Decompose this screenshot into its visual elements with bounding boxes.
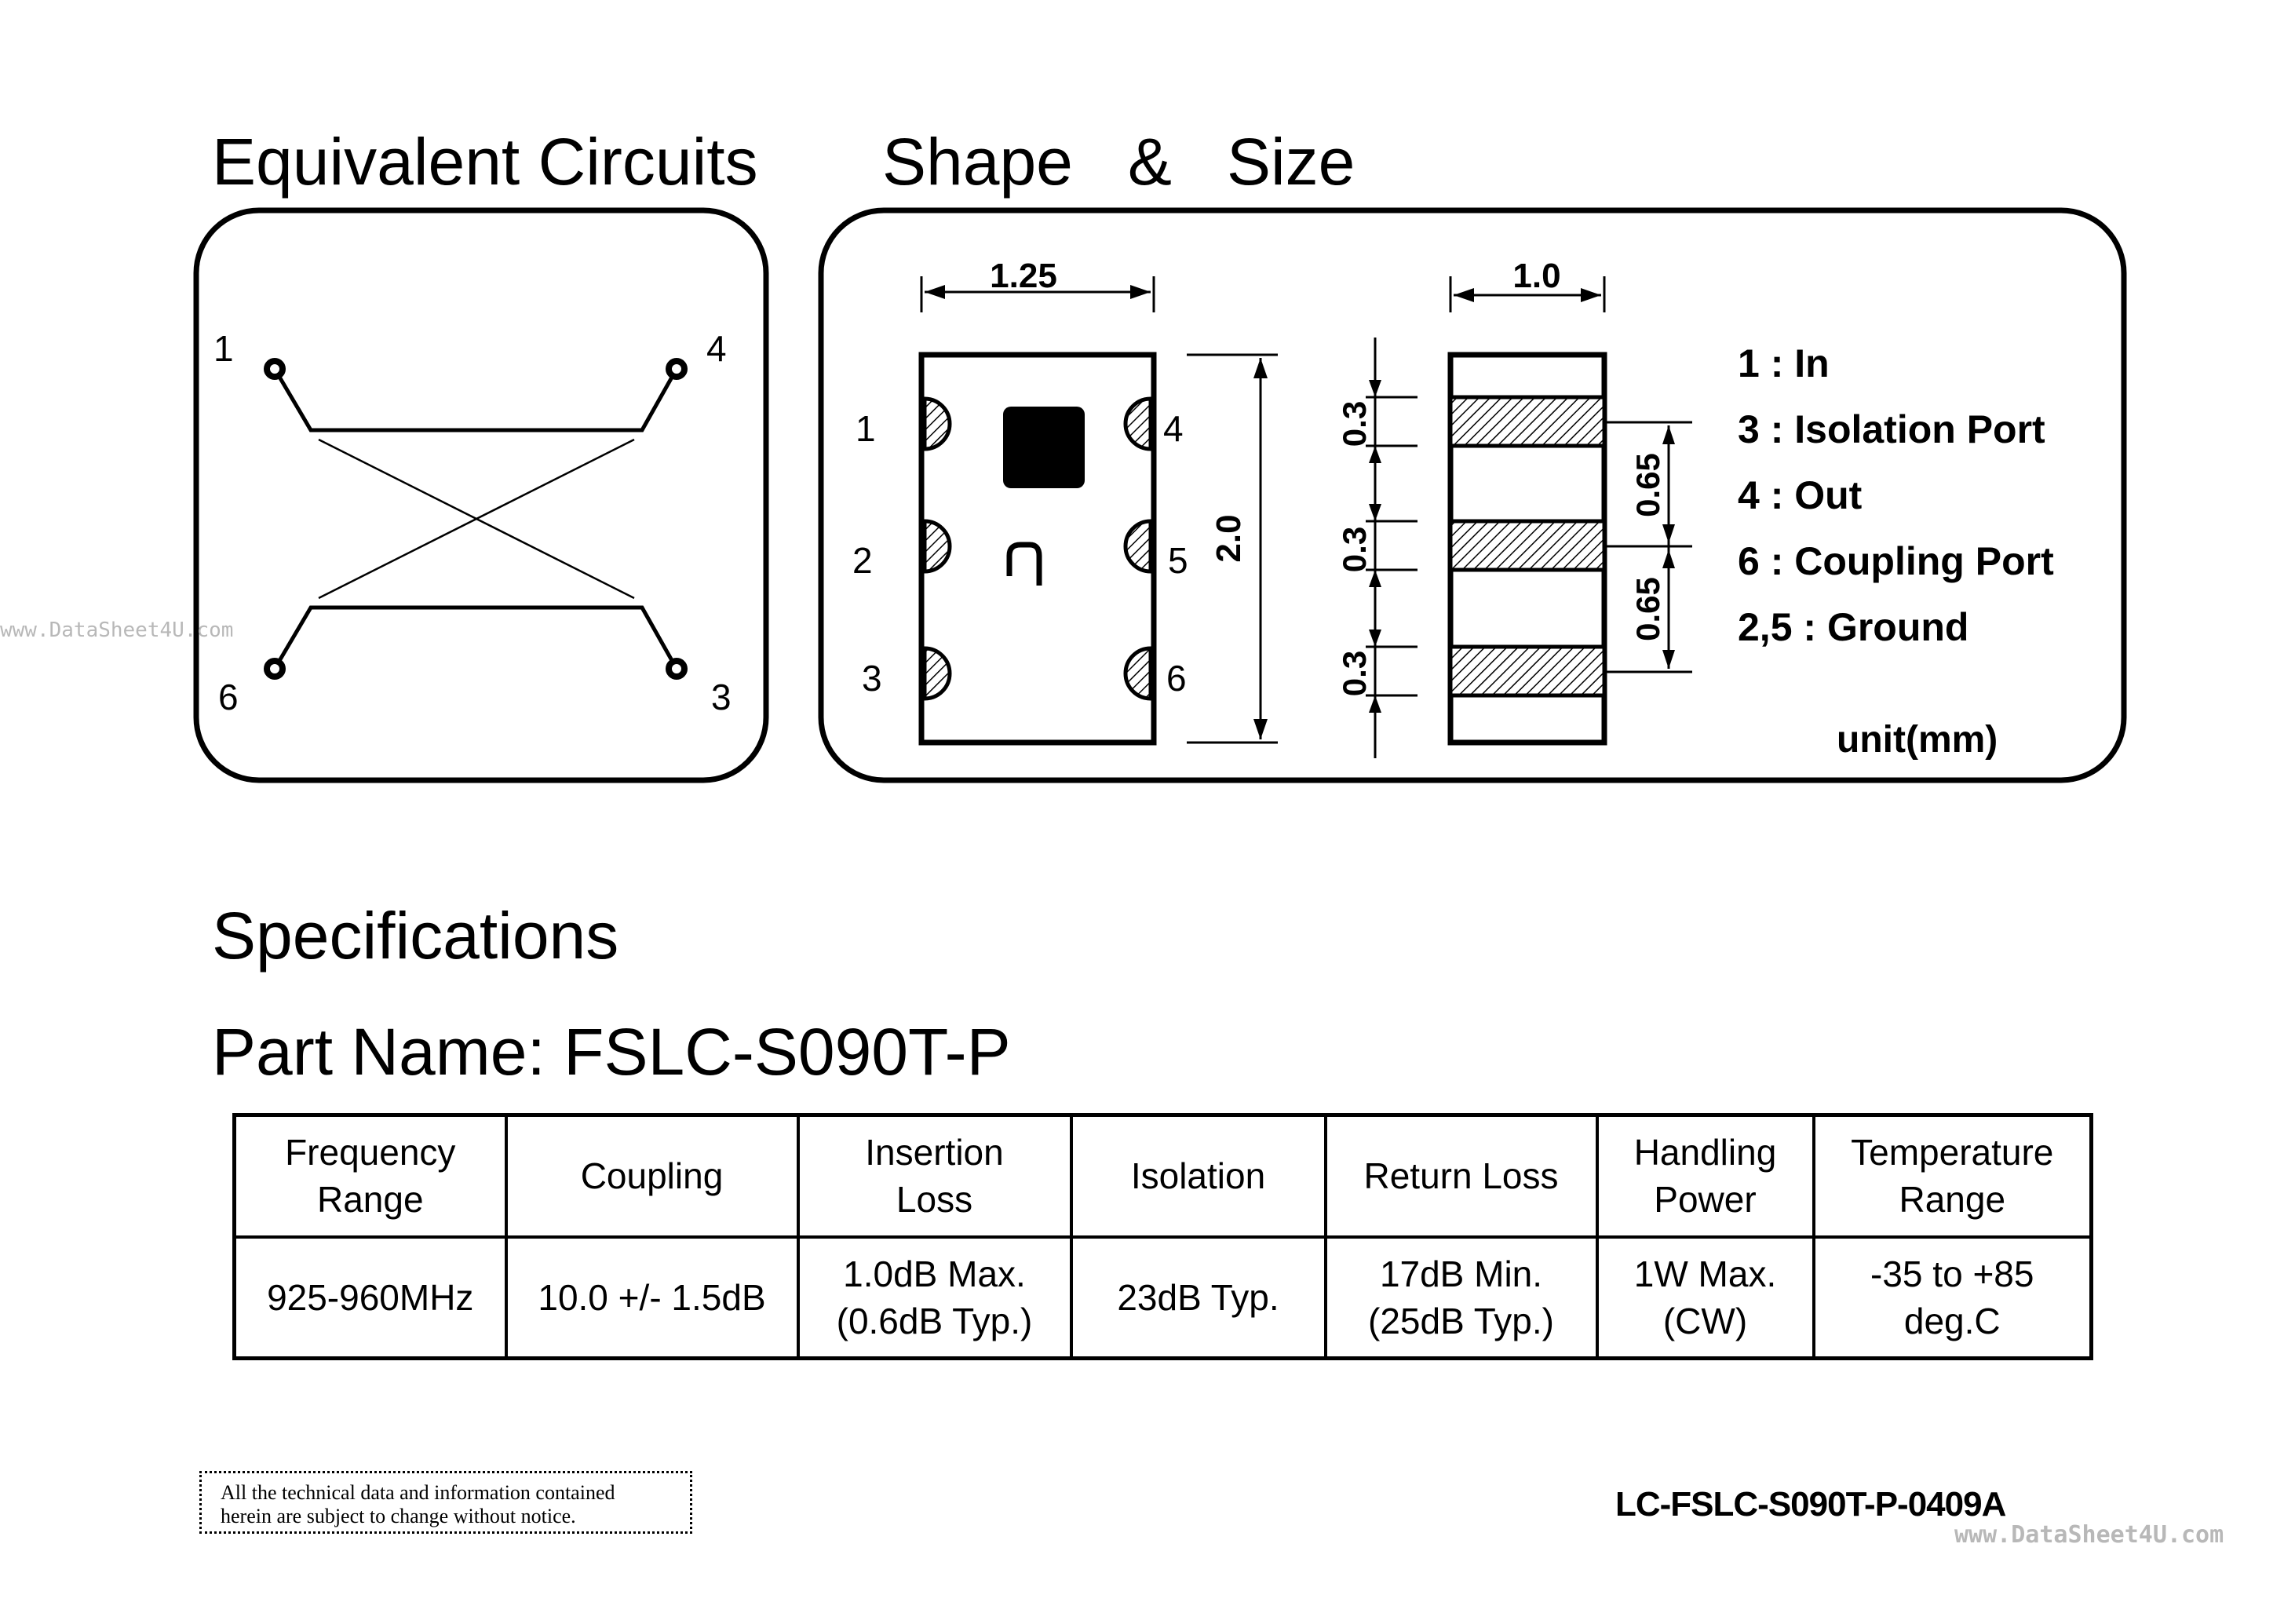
circuit-pin-3: 3 xyxy=(711,677,732,717)
terminal-1 xyxy=(264,358,286,380)
notice-line-1: All the technical data and information c… xyxy=(221,1481,615,1504)
legend-item: 6 : Coupling Port xyxy=(1738,539,2054,583)
equivalent-circuits-heading: Equivalent Circuits xyxy=(212,125,758,199)
coupling-cross xyxy=(318,438,635,600)
dim-pad-heights xyxy=(1366,338,1418,758)
pad-6 xyxy=(1123,646,1153,701)
dim-height-label: 2.0 xyxy=(1210,514,1248,562)
pad-1 xyxy=(922,396,952,451)
shape-pin-2: 2 xyxy=(852,540,873,581)
value-frequency-range: 925-960MHz xyxy=(232,1235,508,1360)
drawings-svg: 1 4 6 3 1 2 3 4 5 6 xyxy=(193,207,2127,783)
legend-item: 2,5 : Ground xyxy=(1738,605,1968,649)
shape-pin-1: 1 xyxy=(856,408,876,449)
notice-line-2: herein are subject to change without not… xyxy=(221,1505,576,1527)
shape-size-heading: Shape & Size xyxy=(882,125,1355,199)
header-isolation: Isolation xyxy=(1069,1113,1327,1239)
dim-pad-label-2: 0.3 xyxy=(1336,527,1373,572)
dim-pad-label-1: 0.3 xyxy=(1336,401,1373,447)
watermark-left: www.DataSheet4U.com xyxy=(0,619,234,642)
value-isolation: 23dB Typ. xyxy=(1069,1235,1327,1360)
terminal-4 xyxy=(666,358,688,380)
terminal-3 xyxy=(666,658,688,680)
shape-pin-5: 5 xyxy=(1168,540,1188,581)
legend-item: 3 : Isolation Port xyxy=(1738,407,2045,451)
side-view-electrodes xyxy=(1448,395,1607,698)
pad-5 xyxy=(1123,519,1153,574)
dim-height xyxy=(1187,353,1278,744)
value-handling-power: 1W Max.(CW) xyxy=(1595,1235,1815,1360)
pad-3 xyxy=(922,646,952,701)
document-number: LC-FSLC-S090T-P-0409A xyxy=(1615,1485,2006,1524)
value-coupling: 10.0 +/- 1.5dB xyxy=(504,1235,800,1360)
circuit-pin-6: 6 xyxy=(218,677,239,717)
dim-pitch-label-1: 0.65 xyxy=(1629,453,1666,517)
pad-4 xyxy=(1123,396,1153,451)
header-coupling: Coupling xyxy=(504,1113,800,1239)
part-name-heading: Part Name: FSLC-S090T-P xyxy=(212,1015,1011,1089)
unit-label: unit(mm) xyxy=(1837,719,1998,761)
shape-size-panel: 1 2 3 4 5 6 1.25 2.0 xyxy=(818,207,2127,783)
table-row: 925-960MHz 10.0 +/- 1.5dB 1.0dB Max.(0.6… xyxy=(232,1235,2093,1360)
specifications-heading: Specifications xyxy=(212,899,619,973)
circuit-pin-1: 1 xyxy=(213,328,234,369)
dim-pad-label-3: 0.3 xyxy=(1336,651,1373,696)
watermark-bottom: www.DataSheet4U.com xyxy=(1954,1521,2224,1549)
circuit-lines xyxy=(272,367,679,670)
dim-pitch xyxy=(1604,421,1692,673)
shape-frame xyxy=(818,207,2127,783)
dim-width-side xyxy=(1449,276,1606,312)
pin-legend: 1 : In 3 : Isolation Port 4 : Out 6 : Co… xyxy=(1738,341,2054,649)
legend-item: 1 : In xyxy=(1738,341,1830,385)
equivalent-circuit-panel: 1 4 6 3 xyxy=(193,207,769,783)
header-return-loss: Return Loss xyxy=(1323,1113,1599,1239)
disclaimer-notice: All the technical data and information c… xyxy=(199,1471,692,1534)
dim-width-top xyxy=(920,276,1155,312)
pad-2 xyxy=(922,519,952,574)
value-return-loss: 17dB Min.(25dB Typ.) xyxy=(1323,1235,1599,1360)
marking-symbol xyxy=(1006,542,1042,586)
top-view-pads xyxy=(922,396,1153,701)
circuit-terminals xyxy=(264,358,688,680)
value-insertion-loss: 1.0dB Max.(0.6dB Typ.) xyxy=(796,1235,1073,1360)
shape-pin-4: 4 xyxy=(1163,408,1184,449)
dim-width-top-label: 1.25 xyxy=(990,257,1057,295)
circuit-frame xyxy=(193,207,769,783)
orientation-mark xyxy=(1003,407,1085,488)
circuit-pin-4: 4 xyxy=(706,328,727,369)
shape-pin-3: 3 xyxy=(862,658,882,699)
dim-width-side-label: 1.0 xyxy=(1512,257,1560,295)
dim-pitch-label-2: 0.65 xyxy=(1629,577,1666,641)
legend-item: 4 : Out xyxy=(1738,473,1863,517)
terminal-6 xyxy=(264,658,286,680)
shape-pin-6: 6 xyxy=(1166,658,1187,699)
